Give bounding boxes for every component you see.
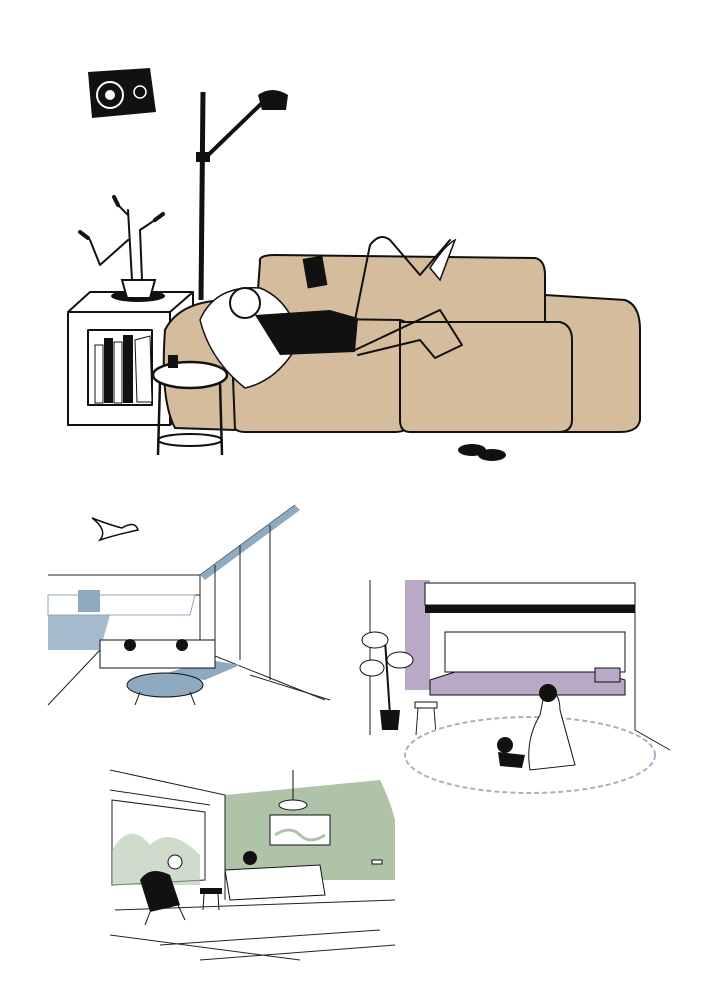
armchair-icon [140, 871, 186, 926]
man-reading [199, 235, 463, 389]
plant-icon [78, 195, 165, 302]
scene-green-wall-lounge-guitar [109, 769, 396, 961]
scene-bedroom-mother-and-child [359, 580, 671, 794]
scene-open-plan-living-room [47, 504, 331, 706]
sofa [162, 253, 641, 433]
books-icon [94, 335, 153, 404]
pendant-lamp-icon [278, 770, 308, 811]
ceiling-fan-icon [91, 517, 139, 542]
speaker-icon [88, 68, 156, 118]
floor-lamp-icon [196, 90, 288, 301]
monstera-plant-icon [359, 631, 414, 730]
scene-man-reading-on-sofa [67, 68, 641, 461]
slippers-icon [458, 444, 506, 461]
side-table-icon [151, 355, 229, 456]
